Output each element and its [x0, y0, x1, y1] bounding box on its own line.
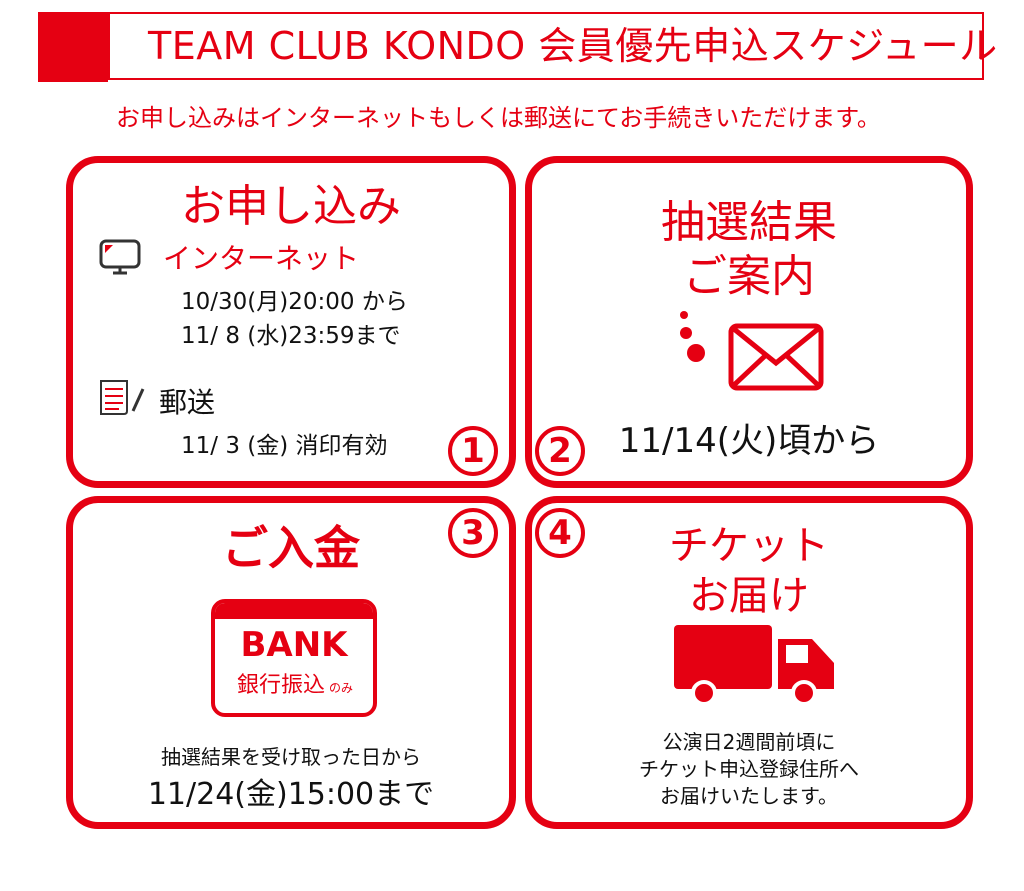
step-number-1: 1: [448, 426, 498, 476]
document-pen-icon: [97, 377, 149, 417]
mail-postmark: 11/ 3 (金) 消印有効: [181, 433, 388, 459]
card-application: お申し込み インターネット 10/30(月)20:00 から 11/ 8 (水)…: [66, 156, 516, 488]
bank-transfer-only: のみ: [329, 681, 354, 695]
card-lottery-result: 抽選結果 ご案内 11/14(火)頃から: [525, 156, 973, 488]
bank-transfer-text: 銀行振込: [237, 673, 326, 698]
card-lottery-title-1: 抽選結果: [661, 197, 837, 248]
dots-icon: [672, 305, 712, 365]
internet-end: 11/ 8 (水)23:59まで: [181, 323, 401, 349]
intro-text: お申し込みはインターネットもしくは郵送にてお手続きいただけます。: [116, 104, 881, 132]
mail-label: 郵送: [159, 386, 216, 419]
delivery-desc-2: チケット申込登録住所へ: [639, 757, 859, 781]
bank-card-bar: [215, 603, 373, 619]
delivery-desc-1: 公演日2週間前頃に: [662, 730, 836, 754]
bank-transfer-label: 銀行振込のみ: [237, 671, 353, 703]
page-title: TEAM CLUB KONDO 会員優先申込スケジュール: [148, 24, 998, 68]
card-ticket-delivery: チケット お届け 公演日2週間前頃に チケット申込登録住所へ お届けいたします。: [525, 496, 973, 829]
envelope-icon: [728, 323, 824, 391]
card-lottery-title-2: ご案内: [683, 251, 815, 302]
monitor-icon: [99, 239, 141, 275]
internet-start: 10/30(月)20:00 から: [181, 289, 408, 315]
truck-icon: [672, 623, 842, 705]
card-payment-title: ご入金: [222, 521, 360, 575]
card-application-title: お申し込み: [181, 181, 401, 232]
payment-deadline: 11/24(金)15:00まで: [147, 777, 435, 812]
delivery-desc-3: お届けいたします。: [660, 784, 838, 808]
result-date: 11/14(火)頃から: [618, 421, 880, 461]
header-box: [108, 12, 984, 80]
bank-card-icon: BANK 銀行振込のみ: [211, 599, 377, 717]
internet-label: インターネット: [163, 242, 360, 275]
header-accent-block: [38, 12, 108, 82]
step-number-2: 2: [535, 426, 585, 476]
card-payment: ご入金 BANK 銀行振込のみ 抽選結果を受け取った日から 11/24(金)15…: [66, 496, 516, 829]
step-number-3: 3: [448, 508, 498, 558]
bank-label: BANK: [240, 625, 348, 665]
step-number-4: 4: [535, 508, 585, 558]
payment-note: 抽選結果を受け取った日から: [161, 745, 421, 769]
card-delivery-title-1: チケット: [669, 523, 829, 569]
card-delivery-title-2: お届け: [689, 573, 809, 619]
